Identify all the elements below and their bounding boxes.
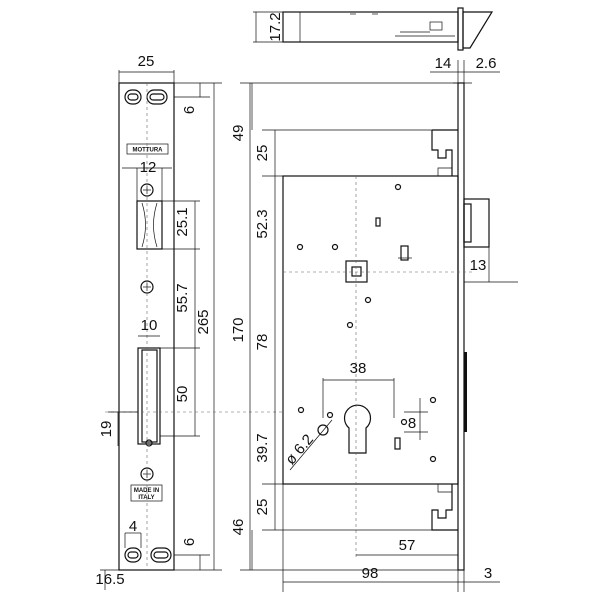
deadbolt-slot	[137, 347, 161, 445]
dim-faceplate-bottom-margin: 16.5	[95, 571, 124, 588]
dim-case-height: 170	[230, 317, 247, 342]
faceplate-view: MOTTURA MADE IN ITALY	[118, 82, 175, 571]
dim-cylinder-to-bottom: 39.7	[254, 433, 271, 462]
dim-bottom-section-height: 46	[230, 519, 247, 536]
cylinder-hole	[343, 404, 372, 454]
dim-bottom-gap: 25	[254, 499, 271, 516]
dim-plate-thickness: 3	[484, 565, 492, 582]
dim-faceplate-hole-spacing: 55.7	[174, 283, 191, 312]
origin-label-line2: ITALY	[138, 495, 154, 501]
dim-latch-slot-width: 12	[140, 159, 157, 176]
dim-deadbolt-offset: 19	[98, 421, 115, 438]
dim-bottom-hole-width: 4	[129, 518, 137, 535]
faceplate-outline	[118, 82, 175, 571]
dim-latch-slot-height: 25.1	[174, 207, 191, 236]
dim-spindle-offset: 52.3	[254, 209, 271, 238]
latch-slot	[136, 200, 163, 250]
dim-spindle-to-cylinder: 78	[254, 334, 271, 351]
dim-backset: 57	[399, 537, 416, 554]
dim-front-offset: 14	[435, 55, 452, 72]
dim-top-gap: 25	[254, 145, 271, 162]
dim-faceplate-length: 265	[195, 309, 212, 334]
dim-cylinder-hole-diameter: ø 6.2	[282, 431, 317, 468]
case-view	[282, 82, 490, 571]
brand-label: MOTTURA	[133, 148, 164, 154]
dim-case-depth: 98	[362, 565, 379, 582]
dim-top-section-height: 49	[230, 125, 247, 142]
dim-deadbolt-slot-height: 50	[174, 386, 191, 403]
latch-tongue	[463, 198, 490, 248]
dim-cylinder-hole-width: 38	[350, 360, 367, 377]
dim-top-thickness: 17.2	[267, 12, 284, 41]
dim-faceplate-width: 25	[138, 53, 155, 70]
dim-top-hole-offset: 6	[181, 106, 198, 114]
dim-front-plate-thickness: 2.6	[476, 55, 497, 72]
dim-cylinder-slot: 8	[408, 415, 416, 432]
spindle-square	[345, 260, 368, 283]
origin-label-line1: MADE IN	[134, 488, 159, 494]
case-dimensions: 14 2.6 170 49 25 52.3 78 39.7 25 46 13 3…	[230, 55, 518, 592]
dim-deadbolt-slot-width: 10	[141, 317, 158, 334]
front-plate	[457, 82, 465, 571]
top-view: 17.2	[253, 7, 494, 51]
dim-latch-projection: 13	[470, 257, 487, 274]
dim-bottom-hole-offset: 6	[181, 538, 198, 546]
faceplate-dimensions: 25 6 12 25.1 55.7 10 50 265 19 4	[95, 53, 283, 590]
